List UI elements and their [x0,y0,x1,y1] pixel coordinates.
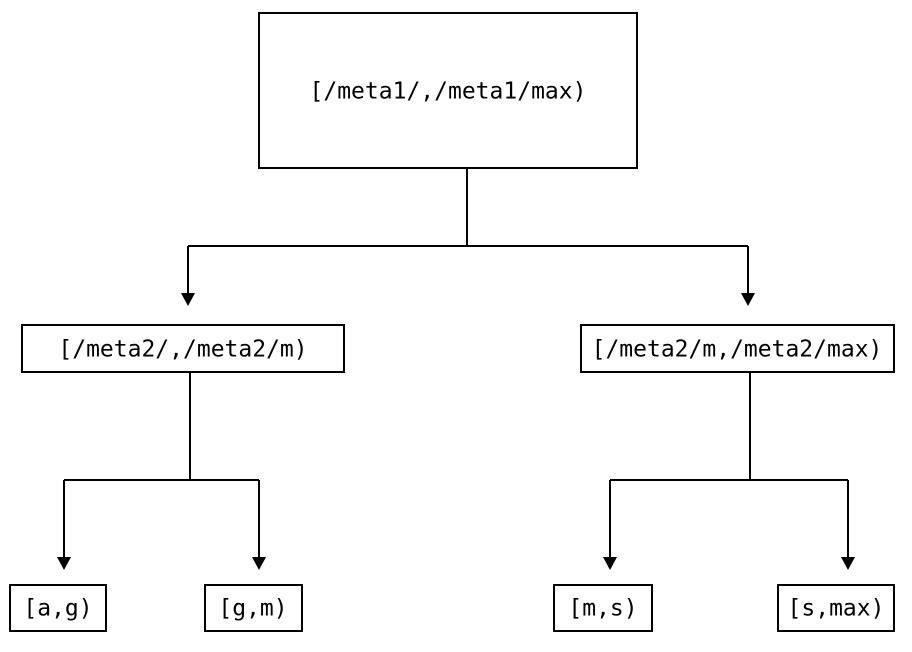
node-leaf-4[interactable]: [s,max) [777,584,895,632]
arrowhead-leaf-1 [57,557,71,570]
node-mid-left-label: [/meta2/,/meta2/m) [58,337,307,363]
node-leaf-4-box[interactable] [777,584,895,632]
node-leaf-1-box[interactable] [9,584,107,632]
edge-mid-right-to-leaves [603,373,855,570]
node-mid-right-box[interactable] [580,324,895,373]
node-mid-left[interactable]: [/meta2/,/meta2/m) [21,324,345,373]
node-leaf-3-box[interactable] [553,584,653,632]
node-root-box[interactable] [258,12,638,169]
edge-mid-left-to-leaves [57,373,266,570]
node-root[interactable]: [/meta1/,/meta1/max) [258,12,638,169]
node-leaf-2-box[interactable] [204,584,303,632]
arrowhead-leaf-4 [841,557,855,570]
edge-root-to-mid-level [181,169,755,306]
arrowhead-mid-right [741,293,755,306]
node-leaf-4-label: [s,max) [788,596,885,622]
node-leaf-1-label: [a,g) [23,596,92,622]
node-leaf-1[interactable]: [a,g) [9,584,107,632]
node-mid-right[interactable]: [/meta2/m,/meta2/max) [580,324,895,373]
arrowhead-leaf-2 [252,557,266,570]
node-leaf-3[interactable]: [m,s) [553,584,653,632]
node-leaf-2[interactable]: [g,m) [204,584,303,632]
node-root-label: [/meta1/,/meta1/max) [310,79,587,105]
arrowhead-mid-left [181,293,195,306]
node-mid-right-label: [/meta2/m,/meta2/max) [592,337,883,363]
node-mid-left-box[interactable] [21,324,345,373]
node-leaf-3-label: [m,s) [568,596,637,622]
node-leaf-2-label: [g,m) [218,596,287,622]
arrowhead-leaf-3 [603,557,617,570]
